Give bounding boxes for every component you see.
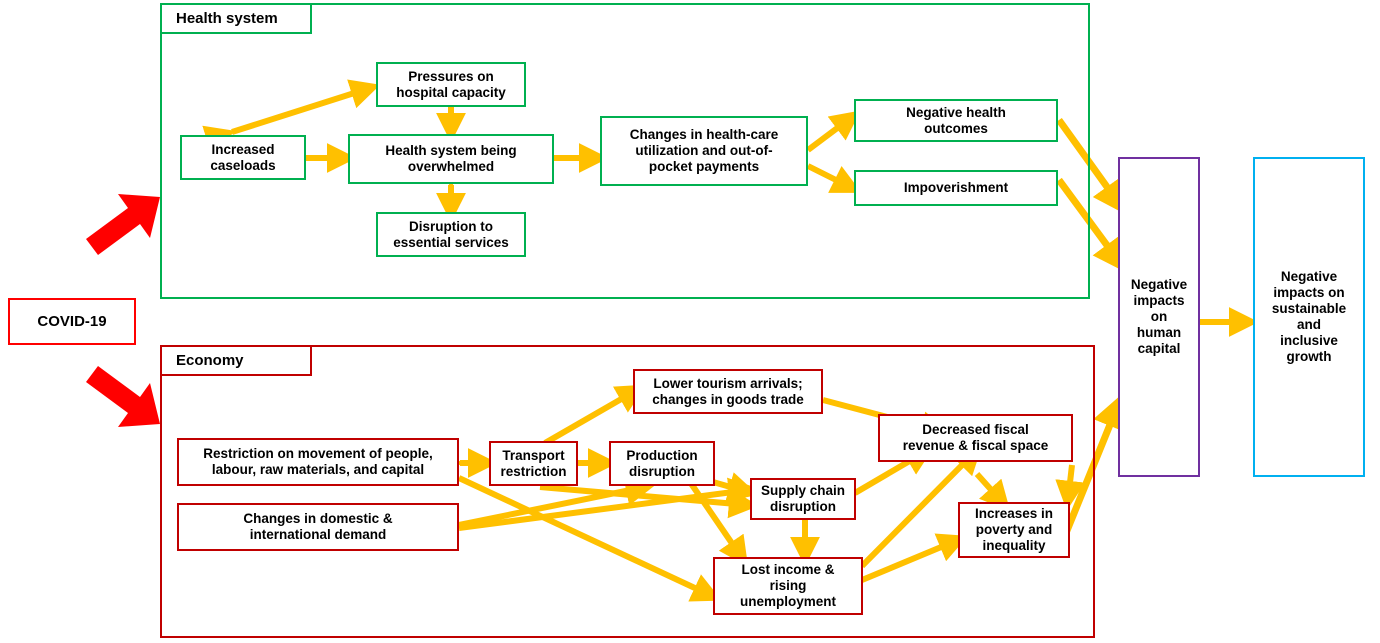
- node-production-disruption[interactable]: Production disruption: [609, 441, 715, 486]
- node-negative-impacts-growth[interactable]: Negative impacts on sustainable and incl…: [1253, 157, 1365, 477]
- node-pressures-on-hospital-capacity[interactable]: Pressures on hospital capacity: [376, 62, 526, 107]
- node-negative-health-outcomes[interactable]: Negative health outcomes: [854, 99, 1058, 142]
- node-supply-chain-disruption[interactable]: Supply chain disruption: [750, 478, 856, 520]
- node-increased-caseloads[interactable]: Increased caseloads: [180, 135, 306, 180]
- node-changes-in-healthcare-utilization[interactable]: Changes in health-care utilization and o…: [600, 116, 808, 186]
- health-system-container: [160, 3, 1090, 299]
- economy-group-label: Economy: [160, 345, 312, 376]
- node-decreased-fiscal-revenue[interactable]: Decreased fiscal revenue & fiscal space: [878, 414, 1073, 462]
- node-increases-poverty-inequality[interactable]: Increases in poverty and inequality: [958, 502, 1070, 558]
- node-negative-impacts-human-capital[interactable]: Negative impacts on human capital: [1118, 157, 1200, 477]
- node-transport-restriction[interactable]: Transport restriction: [489, 441, 578, 486]
- covid-19-source-box[interactable]: COVID-19: [8, 298, 136, 345]
- node-disruption-to-essential-services[interactable]: Disruption to essential services: [376, 212, 526, 257]
- node-lost-income-unemployment[interactable]: Lost income & rising unemployment: [713, 557, 863, 615]
- node-restriction-on-movement[interactable]: Restriction on movement of people, labou…: [177, 438, 459, 486]
- economy-container: [160, 345, 1095, 638]
- node-lower-tourism-arrivals[interactable]: Lower tourism arrivals; changes in goods…: [633, 369, 823, 414]
- node-changes-in-demand[interactable]: Changes in domestic & international dema…: [177, 503, 459, 551]
- shock-arrow-to-health: [86, 194, 160, 255]
- node-impoverishment[interactable]: Impoverishment: [854, 170, 1058, 206]
- shock-arrow-to-economy: [86, 366, 160, 427]
- node-health-system-being-overwhelmed[interactable]: Health system being overwhelmed: [348, 134, 554, 184]
- health-system-group-label: Health system: [160, 3, 312, 34]
